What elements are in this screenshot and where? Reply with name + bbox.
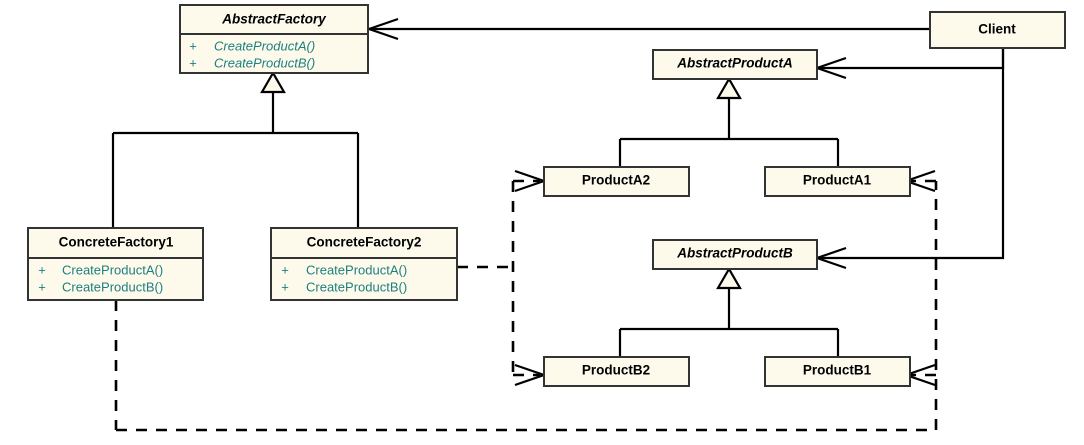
class-box-abstract-product-b[interactable]: AbstractProductB — [652, 239, 818, 270]
concrete-factory-2-frame[interactable] — [270, 227, 458, 301]
concrete-factory-2-title: ConcreteFactory2 — [307, 235, 422, 250]
edge-client-to-abstractproducta — [813, 48, 1005, 80]
concrete-factory-1-op-1-signature: CreateProductB() — [62, 279, 163, 294]
class-box-abstract-product-a[interactable]: AbstractProductA — [652, 49, 818, 80]
abstract-factory-op-1-visibility: + — [189, 55, 197, 70]
concrete-factory-1-frame[interactable] — [27, 227, 204, 301]
product-a1-frame[interactable] — [764, 166, 911, 197]
class-box-concrete-factory-1[interactable]: ConcreteFactory1 + CreateProductA() + Cr… — [27, 227, 204, 301]
abstract-product-a-frame[interactable] — [652, 49, 818, 80]
client-title: Client — [978, 22, 1016, 37]
product-b2-frame[interactable] — [543, 356, 690, 387]
concrete-factory-2-op-0-signature: CreateProductA() — [306, 262, 407, 277]
concrete-factory-2-op-0-visibility: + — [281, 262, 289, 277]
class-box-client[interactable]: Client — [929, 11, 1066, 49]
concrete-factory-1-op-0-signature: CreateProductA() — [62, 262, 163, 277]
product-b1-title: ProductB1 — [803, 363, 872, 378]
concrete-factory-1-title: ConcreteFactory1 — [59, 235, 174, 250]
product-a2-frame[interactable] — [543, 166, 690, 197]
concrete-factory-1-op-1-visibility: + — [38, 279, 46, 294]
edge-dependency-concretefactory2 — [457, 169, 548, 387]
product-a1-title: ProductA1 — [803, 173, 872, 188]
abstract-factory-op-0-signature: CreateProductA() — [214, 38, 315, 53]
edge-client-to-abstractproductb — [813, 48, 1005, 270]
client-frame[interactable] — [929, 11, 1066, 49]
edge-generalization-producta — [618, 76, 840, 167]
edge-client-to-abstractfactory — [365, 17, 930, 41]
class-box-abstract-factory[interactable]: AbstractFactory + CreateProductA() + Cre… — [179, 4, 369, 74]
product-a2-title: ProductA2 — [582, 173, 650, 188]
concrete-factory-2-op-1-visibility: + — [281, 279, 289, 294]
abstract-factory-op-1-signature: CreateProductB() — [214, 55, 315, 70]
abstract-factory-title: AbstractFactory — [221, 12, 327, 27]
class-box-product-b1[interactable]: ProductB1 — [764, 356, 911, 387]
edge-generalization-factories — [111, 70, 360, 228]
product-b2-title: ProductB2 — [582, 363, 650, 378]
edge-layer — [111, 17, 1005, 432]
abstract-product-b-title: AbstractProductB — [676, 246, 793, 261]
class-box-product-b2[interactable]: ProductB2 — [543, 356, 690, 387]
abstract-product-b-frame[interactable] — [652, 239, 818, 270]
class-box-product-a1[interactable]: ProductA1 — [764, 166, 911, 197]
edge-generalization-productb — [618, 266, 840, 357]
abstract-product-a-title: AbstractProductA — [676, 56, 793, 71]
concrete-factory-1-op-0-visibility: + — [38, 262, 46, 277]
abstract-factory-frame[interactable] — [179, 4, 369, 74]
product-b1-frame[interactable] — [764, 356, 911, 387]
class-box-product-a2[interactable]: ProductA2 — [543, 166, 690, 197]
concrete-factory-2-op-1-signature: CreateProductB() — [306, 279, 407, 294]
abstract-factory-op-0-visibility: + — [189, 38, 197, 53]
class-box-concrete-factory-2[interactable]: ConcreteFactory2 + CreateProductA() + Cr… — [270, 227, 458, 301]
edge-dependency-concretefactory1 — [114, 169, 938, 432]
